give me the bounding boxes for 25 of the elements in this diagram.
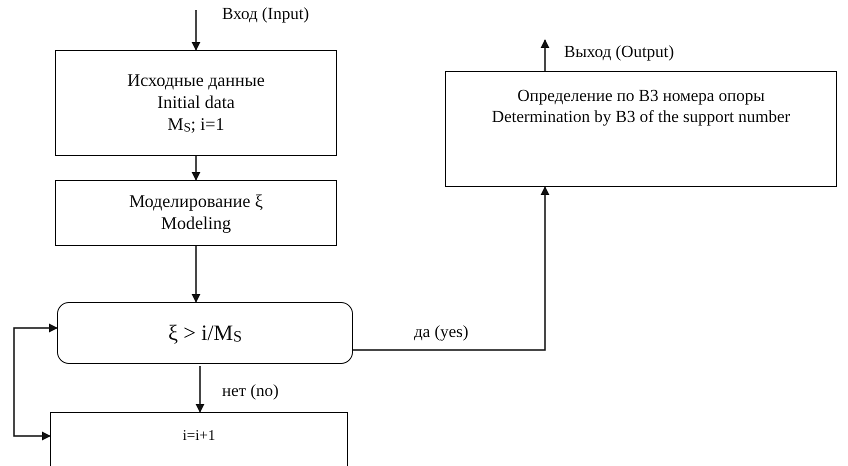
node-text: Моделирование ξ: [129, 191, 263, 213]
node-text: i=i+1: [182, 427, 216, 446]
process-box: [55, 180, 337, 246]
arrow: [540, 39, 550, 71]
process-box: [50, 412, 348, 466]
edge-label: да (yes): [412, 322, 470, 342]
arrow: [192, 10, 200, 51]
node-text: ξ > i/M$_{S}$: [168, 320, 242, 346]
edge-label: нет (no): [220, 381, 281, 401]
decision-box: [57, 302, 353, 364]
node-text: Modeling: [161, 213, 231, 235]
arrow: [192, 156, 200, 181]
node-text: Determination by B3 of the support number: [492, 106, 790, 128]
node-text: Определение по В3 номера опоры: [517, 86, 765, 107]
arrow: [353, 186, 550, 351]
node-text: M$_{S}$; i=1: [168, 114, 224, 136]
edge-label: Выход (Output): [562, 42, 676, 62]
process-box: [445, 71, 837, 187]
node-text: Initial data: [157, 92, 235, 114]
process-box: [55, 50, 337, 156]
arrow: [192, 246, 200, 303]
arrow: [13, 324, 58, 440]
edge-label: Вход (Input): [220, 4, 312, 24]
arrow: [196, 366, 204, 413]
node-text: Исходные данные: [127, 70, 265, 92]
